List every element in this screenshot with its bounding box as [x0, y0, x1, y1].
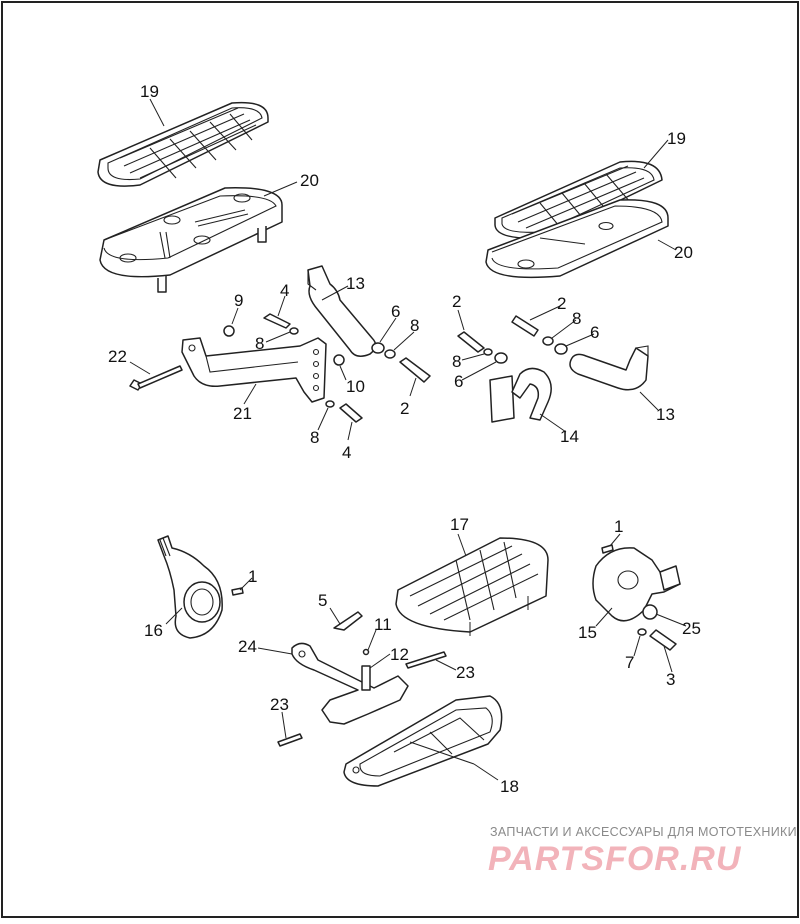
callout-6-right-a: 6 [454, 372, 463, 391]
pin-1-right [601, 544, 614, 554]
callout-10: 10 [346, 377, 365, 396]
ball-11 [362, 648, 370, 656]
plug-25 [642, 604, 658, 620]
leader-lines [129, 98, 687, 781]
pin-23-left [277, 733, 303, 747]
nut-10 [333, 354, 345, 366]
mount-15 [592, 547, 681, 622]
callout-1-right: 1 [614, 517, 623, 536]
callout-23-left: 23 [270, 695, 289, 714]
bolt-4-top [263, 313, 291, 329]
spring-12 [361, 665, 371, 691]
washer-8-right-b [542, 336, 554, 346]
bolt-2-right-a [457, 331, 485, 353]
callout-15: 15 [578, 623, 597, 642]
washer-6-right-b [554, 343, 568, 355]
callout-8-a: 8 [255, 334, 264, 353]
footpeg-17 [395, 537, 549, 636]
watermark-logo: PARTSFOR.RU [488, 840, 742, 878]
callout-13-right: 13 [656, 405, 675, 424]
callout-13-left: 13 [346, 274, 365, 293]
washer-8-top [289, 327, 299, 335]
watermark-tagline: ЗАПЧАСТИ И АКСЕССУАРЫ ДЛЯ МОТОТЕХНИКИ [490, 825, 797, 839]
bolt-2-left [399, 357, 431, 383]
bracket-13-right [569, 345, 649, 391]
bolt-22 [129, 365, 183, 391]
bolt-3 [649, 629, 677, 651]
callout-25: 25 [682, 619, 701, 638]
washer-8-right-a [483, 348, 493, 356]
callout-8-b: 8 [410, 316, 419, 335]
bracket-14 [489, 367, 552, 423]
callout-19-left: 19 [140, 82, 159, 101]
callout-8-c: 8 [310, 428, 319, 447]
callout-24: 24 [238, 637, 257, 656]
callout-14: 14 [560, 427, 579, 446]
callout-4-bottom: 4 [342, 443, 351, 462]
support-arm-21 [181, 337, 327, 403]
callout-4-top: 4 [280, 281, 289, 300]
callout-20-right: 20 [674, 243, 693, 262]
callout-22: 22 [108, 347, 127, 366]
callout-2-right-a: 2 [452, 292, 461, 311]
bolt-4-bottom [339, 403, 363, 423]
callout-labels: 19 20 19 20 13 4 9 8 22 21 6 8 10 2 8 4 … [108, 82, 701, 796]
floorboard-left [99, 187, 283, 293]
washer-8-left [384, 349, 396, 359]
callout-2-left: 2 [400, 399, 409, 418]
washer-7 [637, 628, 647, 636]
pin-23-right [405, 651, 447, 669]
watermark: ЗАПЧАСТИ И АКСЕССУАРЫ ДЛЯ МОТОТЕХНИКИ PA… [488, 825, 797, 878]
washer-8-bottom [325, 400, 335, 408]
callout-7: 7 [625, 653, 634, 672]
floorboard-18 [343, 695, 503, 787]
callout-6-left: 6 [391, 302, 400, 321]
callout-23-right: 23 [456, 663, 475, 682]
callout-18: 18 [500, 777, 519, 796]
callout-16: 16 [144, 621, 163, 640]
bolt-5 [333, 611, 363, 631]
floorboard-right [485, 199, 669, 279]
callout-19-right: 19 [667, 129, 686, 148]
callout-11: 11 [374, 615, 392, 634]
callout-8-e: 8 [572, 309, 581, 328]
callout-2-right-b: 2 [557, 294, 566, 313]
mount-16 [157, 535, 223, 639]
callout-21: 21 [233, 404, 252, 423]
callout-17: 17 [450, 515, 469, 534]
washer-6-left [371, 342, 385, 354]
callout-8-d: 8 [452, 352, 461, 371]
callout-12: 12 [390, 645, 409, 664]
callout-6-right-b: 6 [590, 323, 599, 342]
bracket-24 [291, 642, 409, 725]
nut-9 [223, 325, 235, 337]
callout-5: 5 [318, 591, 327, 610]
callout-1-left: 1 [248, 567, 257, 586]
washer-6-right-a [494, 352, 508, 364]
callout-3: 3 [666, 670, 675, 689]
callout-20-left: 20 [300, 171, 319, 190]
callout-9: 9 [234, 291, 243, 310]
floorboard-pad-left [97, 101, 269, 187]
bolt-2-right-b [511, 315, 539, 337]
